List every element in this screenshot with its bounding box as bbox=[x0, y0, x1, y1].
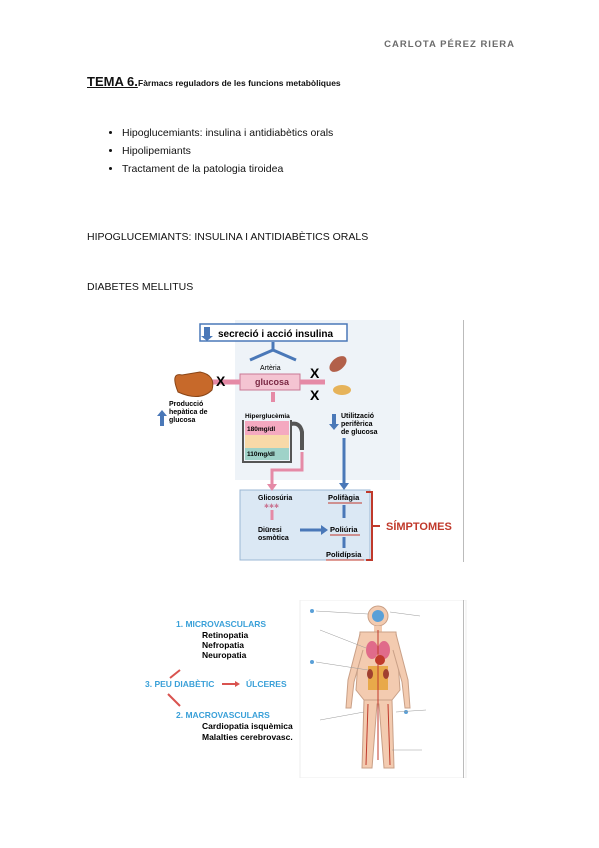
peu-label: 3. PEU DIABÈTIC bbox=[145, 679, 214, 689]
complications-diagram: 1. MICROVASCULARS Retinopatia Nefropatia… bbox=[145, 600, 467, 778]
blue-arrowhead bbox=[339, 483, 349, 490]
macro-item: Malalties cerebrovasc. bbox=[202, 732, 293, 742]
micro-item: Nefropatia bbox=[202, 640, 244, 650]
branch-arrow bbox=[249, 342, 297, 362]
level-high-label: 180mg/dl bbox=[247, 426, 275, 433]
pink-arrowhead bbox=[267, 484, 277, 491]
diabetes-pathophysiology-diagram: secreció i acció insulina Artèria glucos… bbox=[157, 320, 452, 561]
container-outline bbox=[242, 420, 292, 463]
block-x-icon: X bbox=[310, 387, 320, 403]
overflow-pipe bbox=[290, 421, 304, 450]
annotation-markers bbox=[310, 609, 427, 751]
symptoms-bracket bbox=[366, 491, 380, 561]
glucose-dots: ✱✱✱ bbox=[264, 503, 279, 510]
tema-subtitle: Fàrmacs reguladors de les funcions metab… bbox=[138, 78, 341, 88]
section-title: HIPOGLUCEMIANTS: INSULINA I ANTIDIABÈTIC… bbox=[87, 231, 369, 243]
author-header: CARLOTA PÉREZ RIERA bbox=[384, 39, 515, 50]
liver-icon bbox=[174, 371, 214, 397]
human-body-figure bbox=[299, 600, 467, 778]
diuresis-line: osmòtica bbox=[258, 535, 289, 542]
utilization-line: de glucosa bbox=[341, 429, 378, 436]
topic-list: Hipoglucemiants: insulina i antidiabètic… bbox=[104, 124, 333, 178]
fat-icon bbox=[333, 385, 351, 395]
up-arrow-icon bbox=[157, 410, 167, 426]
polyuria-label: Poliúria bbox=[330, 525, 358, 534]
muscle-icon bbox=[329, 356, 347, 372]
macro-item: Cardiopatia isquèmica bbox=[202, 721, 293, 731]
symptoms-label: SÍMPTOMES bbox=[386, 520, 452, 533]
glycosuria-label: Glicosúria bbox=[258, 495, 292, 502]
red-arrow bbox=[167, 693, 181, 707]
micro-item: Neuropatia bbox=[202, 650, 247, 660]
top-box-label: secreció i acció insulina bbox=[218, 329, 333, 340]
polydipsia-label: Polidípsia bbox=[326, 550, 362, 559]
polyphagia-label: Polifàgia bbox=[328, 493, 360, 502]
level-low-band bbox=[245, 448, 289, 460]
production-line: hepàtica de bbox=[169, 409, 208, 416]
level-mid-band bbox=[245, 435, 289, 448]
red-arrowhead bbox=[235, 681, 240, 687]
macro-title: 2. MACROVASCULARS bbox=[176, 710, 270, 720]
utilization-line: Utilització bbox=[341, 413, 374, 420]
diuresis-line: Diüresi bbox=[258, 527, 282, 534]
diagram-divider bbox=[463, 600, 464, 778]
pink-arrow bbox=[270, 452, 304, 486]
glucose-label: glucosa bbox=[255, 377, 290, 387]
utilization-line: perifèrica bbox=[341, 421, 373, 428]
micro-item: Retinopatia bbox=[202, 630, 249, 640]
list-item: Hipoglucemiants: insulina i antidiabètic… bbox=[122, 124, 333, 142]
diagram-divider bbox=[463, 320, 464, 562]
level-low-label: 110mg/dl bbox=[247, 451, 275, 458]
micro-title: 1. MICROVASCULARS bbox=[176, 619, 266, 629]
list-item: Tractament de la patologia tiroidea bbox=[122, 160, 333, 178]
level-high-band bbox=[245, 421, 289, 435]
production-line: Producció bbox=[169, 401, 203, 408]
symptoms-panel bbox=[239, 489, 371, 561]
down-arrow-icon bbox=[201, 327, 213, 341]
subsection-title: DIABETES MELLITUS bbox=[87, 281, 194, 293]
production-line: glucosa bbox=[169, 417, 196, 424]
list-item: Hipolipemiants bbox=[122, 142, 333, 160]
tema-number: TEMA 6. bbox=[87, 74, 138, 89]
block-x-icon: X bbox=[310, 365, 320, 381]
hyperglycemia-label: Hiperglucèmia bbox=[245, 413, 290, 420]
red-arrow bbox=[169, 669, 181, 679]
top-box bbox=[199, 323, 348, 342]
down-arrow-icon bbox=[329, 414, 339, 430]
blue-arrowhead bbox=[321, 525, 328, 535]
block-x-icon: X bbox=[216, 373, 226, 389]
artery-label: Artèria bbox=[260, 365, 281, 372]
ulcers-label: ÚLCERES bbox=[246, 678, 287, 689]
